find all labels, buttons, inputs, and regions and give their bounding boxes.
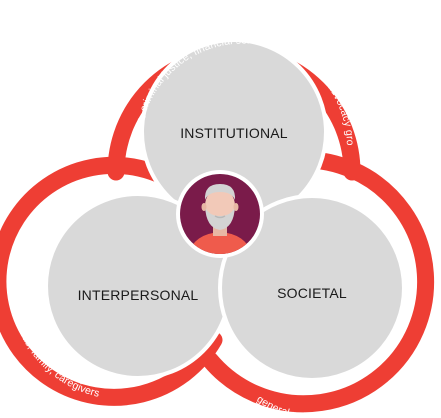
interpersonal-label: INTERPERSONAL	[78, 287, 199, 303]
societal-circle	[218, 194, 406, 382]
interpersonal-ring	[0, 156, 223, 406]
societal-ring	[201, 151, 435, 413]
institutional-label: INSTITUTIONAL	[180, 125, 288, 141]
person-icon	[176, 170, 264, 258]
societal-label: SOCIETAL	[277, 285, 347, 301]
